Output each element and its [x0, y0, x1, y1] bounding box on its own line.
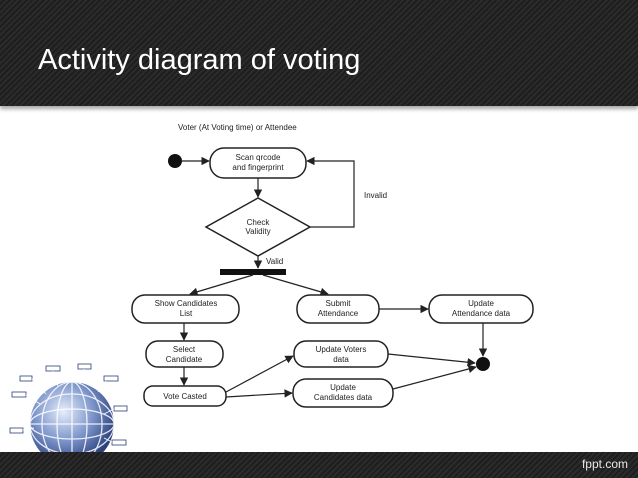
node-select-line2: Candidate	[166, 355, 203, 364]
node-update-cand-line1: Update	[330, 383, 356, 392]
node-scan-line2: and fingerprint	[232, 163, 284, 172]
node-submit-line2: Attendance	[318, 309, 359, 318]
node-update-voters-line1: Update Voters	[316, 345, 367, 354]
edge-fork-show	[189, 274, 254, 296]
edge-invalid-loop	[306, 156, 355, 228]
label-valid: Valid	[266, 257, 283, 266]
node-check-line1: Check	[247, 218, 271, 227]
node-show-line1: Show Candidates	[155, 299, 218, 308]
slide-title: Activity diagram of voting	[38, 44, 361, 76]
swimlane-label: Voter (At Voting time) or Attendee	[178, 123, 297, 132]
node-check-validity: Check Validity	[204, 197, 312, 257]
slide-header: Activity diagram of voting	[0, 0, 638, 106]
node-update-voters-line2: data	[333, 355, 349, 364]
node-update-att-line2: Attendance data	[452, 309, 511, 318]
node-scan-line1: Scan qrcode	[236, 153, 281, 162]
activity-diagram: Voter (At Voting time) or Attendee Scan …	[131, 123, 534, 408]
initial-node	[168, 154, 182, 168]
node-select-line1: Select	[173, 345, 196, 354]
fork-bar	[220, 269, 286, 275]
node-show-candidates: Show Candidates List	[131, 294, 240, 324]
label-invalid: Invalid	[364, 191, 387, 200]
node-update-candidates: Update Candidates data	[292, 378, 394, 408]
node-select-candidate: Select Candidate	[145, 340, 224, 368]
slide-footer: fppt.com	[0, 452, 638, 478]
node-vote-line1: Vote Casted	[163, 392, 207, 401]
node-update-att-line1: Update	[468, 299, 494, 308]
node-check-line2: Validity	[245, 227, 270, 236]
node-update-attendance: Update Attendance data	[428, 294, 534, 324]
node-update-voters: Update Voters data	[293, 340, 389, 368]
edge-update-cand-final	[392, 364, 477, 390]
node-submit-attendance: Submit Attendance	[296, 294, 380, 324]
node-scan: Scan qrcode and fingerprint	[209, 147, 307, 179]
edge-fork-submit	[262, 274, 329, 296]
edge-update-voters-final	[387, 353, 476, 367]
edge-vote-update-voters	[225, 355, 294, 393]
footer-brand: fppt.com	[581, 457, 628, 471]
node-show-line2: List	[180, 309, 193, 318]
edge-vote-update-cand	[225, 389, 293, 398]
final-node	[476, 357, 490, 371]
node-submit-line1: Submit	[326, 299, 352, 308]
node-vote-casted: Vote Casted	[143, 385, 227, 407]
node-update-cand-line2: Candidates data	[314, 393, 373, 402]
